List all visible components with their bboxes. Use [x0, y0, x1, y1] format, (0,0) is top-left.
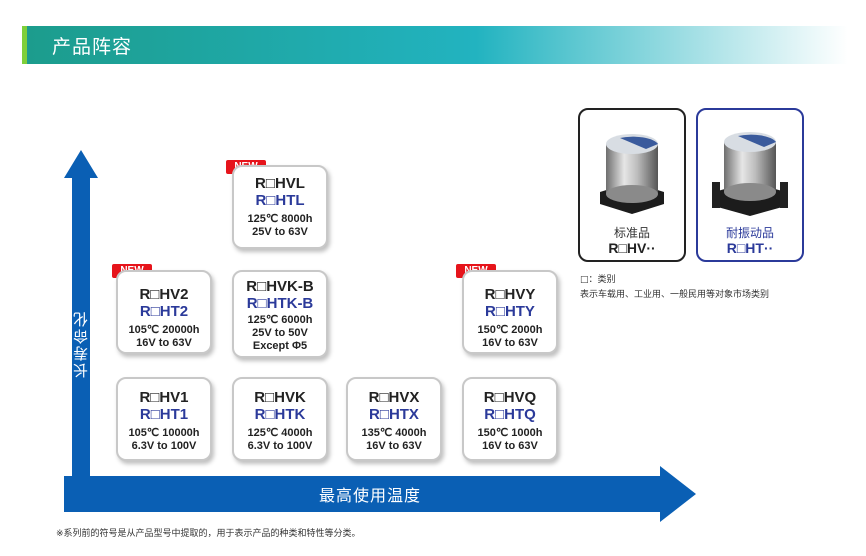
spec-voltage: 16V to 63V: [482, 337, 538, 349]
spec-voltage: 6.3V to 100V: [131, 440, 197, 452]
series-name-alt: R□HTK-B: [246, 295, 314, 312]
series-name: R□HVK-B: [246, 278, 314, 295]
series-name: R□HV2: [139, 286, 189, 303]
series-name-alt: R□HT2: [139, 303, 189, 320]
series-card-hvy: R□HVY R□HTY 150℃ 2000h 16V to 63V: [462, 270, 558, 354]
product-code: R□HV··: [608, 240, 656, 256]
spec-rating: 125℃ 4000h: [247, 427, 313, 439]
series-name: R□HVY: [484, 286, 536, 303]
product-name: 耐振动品: [725, 226, 774, 240]
spec-rating: 135℃ 4000h: [361, 427, 427, 439]
series-card-hvk-b: R□HVK-B R□HTK-B 125℃ 6000h 25V to 50V Ex…: [232, 270, 328, 358]
series-name: R□HV1: [139, 389, 189, 406]
series-name: R□HVL: [255, 175, 305, 192]
series-card-hv1: R□HV1 R□HT1 105℃ 10000h 6.3V to 100V: [116, 377, 212, 461]
spec-rating: 125℃ 8000h: [247, 213, 313, 225]
product-box-vibration: 耐振动品 R□HT··: [696, 108, 804, 262]
x-axis-arrow: [64, 466, 696, 522]
product-code: R□HT··: [726, 240, 774, 256]
spec-exception: Except Φ5: [252, 340, 308, 352]
spec-rating: 150℃ 2000h: [477, 324, 543, 336]
page-title: 产品阵容: [52, 36, 133, 58]
series-name-alt: R□HTX: [369, 406, 419, 423]
spec-voltage: 16V to 63V: [136, 337, 192, 349]
footnote: ※系列前的符号是从产品型号中提取的，用于表示产品的种类和特性等分类。: [56, 529, 361, 539]
series-name-alt: R□HTQ: [484, 406, 536, 423]
series-card-hvq: R□HVQ R□HTQ 150℃ 1000h 16V to 63V: [462, 377, 558, 461]
series-name-alt: R□HTY: [485, 303, 535, 320]
series-name: R□HVQ: [483, 389, 537, 406]
spec-voltage: 25V to 50V: [252, 327, 308, 339]
series-card-hv2: R□HV2 R□HT2 105℃ 20000h 16V to 63V: [116, 270, 212, 354]
product-name: 标准品: [613, 226, 650, 240]
series-name-alt: R□HTL: [255, 192, 305, 209]
series-card-hvk: R□HVK R□HTK 125℃ 4000h 6.3V to 100V: [232, 377, 328, 461]
spec-voltage: 16V to 63V: [366, 440, 422, 452]
category-note: 表示车载用、工业用、一般民用等对象市场类别: [580, 290, 770, 300]
spec-voltage: 16V to 63V: [482, 440, 538, 452]
spec-voltage: 6.3V to 100V: [247, 440, 313, 452]
series-card-hvx: R□HVX R□HTX 135℃ 4000h 16V to 63V: [346, 377, 442, 461]
spec-voltage: 25V to 63V: [252, 226, 308, 238]
spec-rating: 150℃ 1000h: [477, 427, 543, 439]
header-banner: 产品阵容: [22, 26, 848, 64]
series-name-alt: R□HTK: [254, 406, 306, 423]
capacitor-standard-image: [600, 134, 664, 214]
spec-rating: 125℃ 6000h: [247, 314, 313, 326]
x-axis-label: 最高使用温度: [318, 486, 421, 505]
symbol-note: □：类别: [580, 275, 616, 285]
capacitor-vibration-image: [712, 132, 788, 216]
y-axis-arrow: [64, 150, 98, 510]
series-name-alt: R□HT1: [139, 406, 189, 423]
series-name: R□HVX: [368, 389, 420, 406]
spec-rating: 105℃ 20000h: [128, 324, 200, 336]
series-name: R□HVK: [254, 389, 306, 406]
series-card-hvl: R□HVL R□HTL 125℃ 8000h 25V to 63V: [232, 165, 328, 249]
spec-rating: 105℃ 10000h: [128, 427, 200, 439]
product-box-standard: 标准品 R□HV··: [578, 108, 686, 262]
y-axis-label: 长寿命化: [72, 310, 90, 378]
banner-accent: [22, 26, 27, 64]
